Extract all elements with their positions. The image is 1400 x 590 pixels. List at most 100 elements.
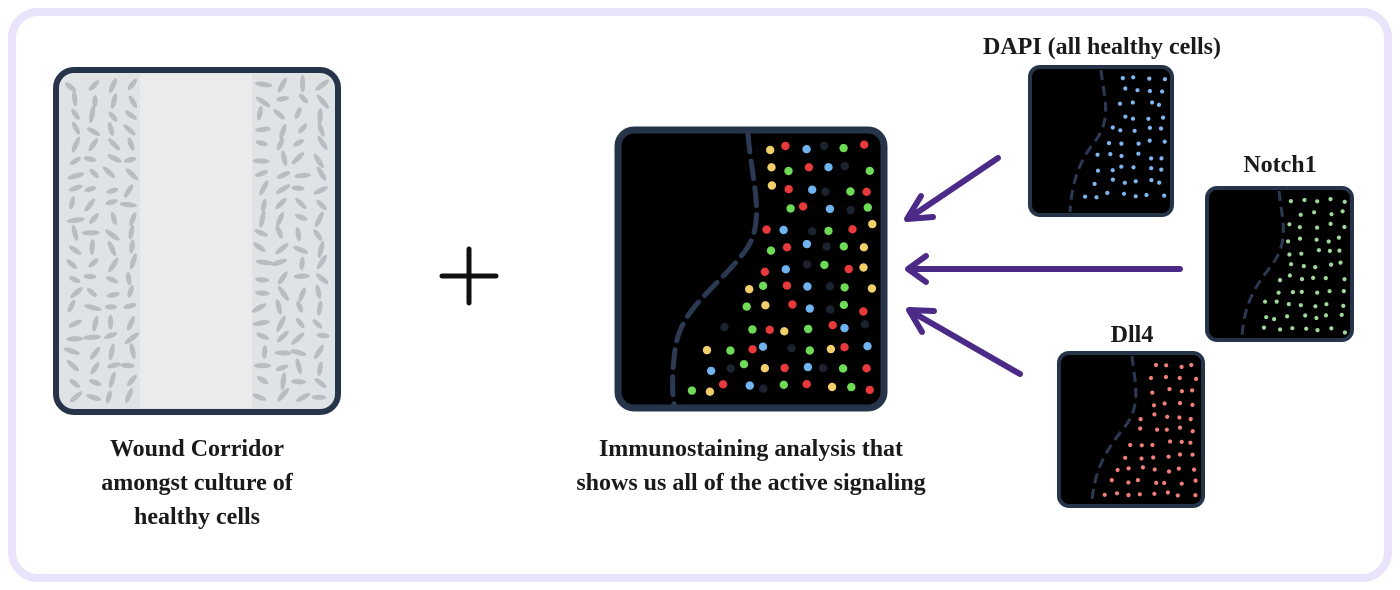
cell-shape (255, 96, 271, 108)
signal-dot (758, 342, 768, 351)
cell-shape (125, 272, 132, 286)
signal-dot (766, 246, 776, 255)
signal-dot (1176, 466, 1181, 471)
signal-dot (1290, 290, 1295, 295)
cell-shape (103, 332, 118, 340)
cell-shape (129, 253, 137, 270)
signal-dot (1159, 167, 1164, 172)
signal-dot (859, 307, 868, 316)
cell-shape (317, 108, 323, 125)
signal-dot (1314, 315, 1319, 321)
signal-dot (1179, 364, 1184, 369)
cell-shape (317, 135, 328, 151)
cell-shape (298, 287, 306, 302)
signal-dot (1328, 197, 1333, 202)
cell-shape (300, 75, 306, 93)
signal-dot (1147, 88, 1152, 94)
cell-shape (102, 166, 116, 178)
cell-shape (127, 285, 134, 298)
cell-shape (291, 332, 305, 345)
signal-dot (1329, 326, 1334, 331)
signal-dot (1276, 290, 1281, 295)
signal-dot (818, 363, 828, 373)
signal-dot (1139, 456, 1144, 461)
signal-dot (780, 327, 789, 336)
signal-dot (865, 385, 874, 395)
signal-dot (1342, 224, 1347, 230)
signal-dot (840, 162, 849, 171)
cell-shape (108, 78, 118, 94)
cell-shape (108, 343, 115, 361)
cell-shape (313, 229, 323, 241)
signal-dot (802, 380, 811, 389)
cell-shape (128, 95, 138, 109)
cell-shape (261, 198, 267, 212)
signal-dot (758, 281, 768, 290)
cell-shape (293, 139, 304, 147)
wound-culture-panel (53, 67, 341, 415)
signal-dot (1092, 181, 1097, 186)
cell-shape (67, 172, 85, 180)
signal-dot (726, 346, 735, 355)
signal-dot (1105, 190, 1110, 195)
cell-shape (277, 77, 288, 93)
signal-dot (1164, 427, 1169, 432)
signal-dot (1162, 193, 1167, 198)
signal-dot (782, 281, 792, 290)
cell-shape (294, 107, 302, 120)
signal-dot (826, 305, 835, 314)
signal-dot (1297, 225, 1302, 230)
cell-shape (68, 319, 82, 328)
dll4-panel (1057, 351, 1205, 508)
cell-shape (273, 109, 285, 120)
cell-shape (255, 126, 271, 133)
cell-shape (314, 211, 324, 228)
signal-dot (805, 346, 814, 355)
signal-dot (1342, 330, 1347, 335)
cell-shape (67, 299, 76, 313)
cell-shape (125, 168, 139, 181)
signal-dot (1147, 138, 1152, 143)
cell-shape (123, 156, 137, 163)
signal-dot (1288, 199, 1293, 204)
cell-shape (277, 271, 288, 285)
signal-dot (1126, 480, 1131, 485)
cell-shape (88, 258, 99, 268)
cell-shape (110, 211, 117, 225)
cell-shape (256, 332, 269, 340)
cell-shape (275, 224, 283, 239)
signal-dot (1190, 402, 1195, 407)
signal-dot (720, 322, 729, 332)
signal-dot (1304, 326, 1309, 331)
signal-dot (1131, 165, 1136, 170)
signal-dot (828, 321, 837, 330)
signal-dot (1115, 467, 1120, 473)
signal-dot (1106, 141, 1112, 146)
dapi-panel (1028, 65, 1174, 217)
notch1-wound-edge-line (1240, 190, 1285, 338)
signal-dot (1164, 363, 1169, 368)
signal-dot (1314, 237, 1319, 242)
cell-shape (254, 81, 273, 88)
cell-shape (129, 212, 137, 226)
cell-shape (86, 127, 101, 136)
cell-shape (277, 286, 289, 301)
signal-dot (1108, 152, 1113, 157)
signal-dot (820, 260, 829, 270)
signal-dot (1175, 493, 1180, 498)
signal-dot (1188, 417, 1193, 422)
cell-shape (81, 230, 100, 236)
signal-dot (839, 242, 848, 251)
cell-shape (126, 316, 135, 331)
signal-dot (802, 145, 811, 154)
signal-dot (839, 300, 849, 310)
signal-dot (863, 342, 872, 351)
signal-dot (706, 366, 716, 376)
signal-dot (1193, 493, 1198, 498)
cell-shape (316, 199, 327, 211)
cell-shape (92, 95, 98, 108)
cell-shape (89, 213, 99, 224)
signal-dot (1336, 235, 1341, 240)
signal-dot (1339, 312, 1344, 317)
